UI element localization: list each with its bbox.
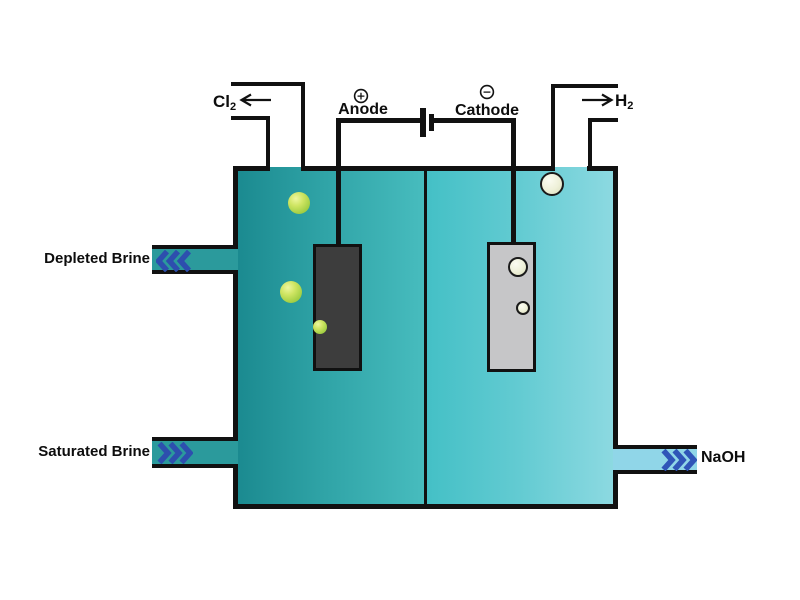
battery-icon [420,108,434,137]
hydrogen-bubble [516,301,530,315]
chlorine-bubble [313,320,327,334]
tank-top-edge [303,166,553,171]
chlorine-bubble [280,281,302,303]
cl2-outlet-duct [301,82,305,171]
cl2-flow-arrow-icon [239,93,271,107]
h2-subscript: 2 [627,100,634,112]
chevron-left-flow-icon [156,250,192,272]
tank-right-wall [613,469,618,509]
cathode-wire [434,118,516,123]
hydrogen-bubble [508,257,528,277]
cl2-symbol: Cl [213,92,230,111]
cl2-outlet-duct [266,116,270,171]
chevron-right-flow-icon [661,449,697,471]
anode-label: Anode [338,101,388,118]
cathode-label: Cathode [455,102,519,119]
svg-text:−: − [482,85,491,98]
cl2-subscript: 2 [230,101,237,113]
chevron-right-flow-icon [157,442,193,464]
anode-wire [336,118,341,244]
cl2-outlet-duct [231,82,305,86]
depleted-brine-label: Depleted Brine [44,250,150,267]
h2-outlet-duct [588,118,618,122]
tank-bottom-edge [233,504,618,509]
anode-electrode [313,244,362,371]
tank-left-wall [233,269,238,442]
h2-flow-arrow-icon [582,93,614,107]
membrane-divider [424,167,427,507]
h2-outlet-duct [551,84,555,171]
svg-text:+: + [356,90,365,103]
tank-left-wall [233,462,238,509]
naoh-label: NaOH [701,449,746,466]
minus-circle-icon: − [479,84,495,100]
chlorine-bubble [288,192,310,214]
tank-top-edge [233,166,270,171]
hydrogen-bubble [540,172,564,196]
battery-long-plate [420,108,426,137]
anode-wire [336,118,420,123]
plus-circle-icon: + [353,88,369,104]
cathode-wire [511,118,516,243]
cl2-outlet-duct [231,116,270,120]
h2-outlet-duct [588,118,592,171]
tank-left-wall [233,166,238,250]
h2-outlet-duct [551,84,618,88]
cl2-label: Cl2 [213,92,236,113]
h2-symbol: H [615,91,628,110]
tank-right-wall [613,166,618,450]
tank-top-edge [587,166,618,171]
saturated-brine-label: Saturated Brine [38,443,150,460]
battery-short-plate [429,114,434,131]
h2-label: H2 [615,91,633,112]
